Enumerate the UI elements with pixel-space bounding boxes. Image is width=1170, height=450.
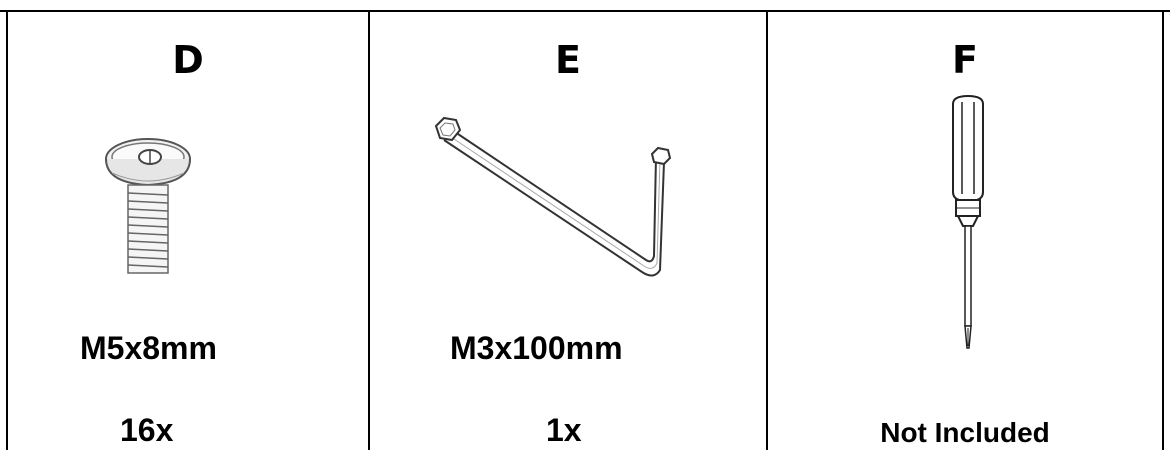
- part-quantity: 16x: [120, 412, 174, 448]
- part-letter: E: [555, 38, 581, 82]
- right-border: [1162, 10, 1164, 450]
- column-divider: [766, 10, 768, 450]
- part-size: M5x8mm: [80, 330, 217, 366]
- part-letter: F: [952, 38, 978, 82]
- part-cell-f: F Not Included: [768, 12, 1162, 450]
- part-cell-e: E M3x100mm 1x: [370, 12, 766, 450]
- part-quantity: Not Included: [880, 417, 1050, 448]
- left-border: [6, 10, 8, 450]
- hex-key-icon: [430, 112, 700, 292]
- bolt-icon: [98, 137, 198, 282]
- column-divider: [368, 10, 370, 450]
- part-letter: D: [172, 38, 204, 82]
- part-cell-d: D: [8, 12, 368, 450]
- part-quantity: 1x: [546, 412, 582, 448]
- top-border: [0, 10, 1170, 12]
- part-size: M3x100mm: [450, 330, 623, 366]
- screwdriver-icon: [943, 94, 993, 354]
